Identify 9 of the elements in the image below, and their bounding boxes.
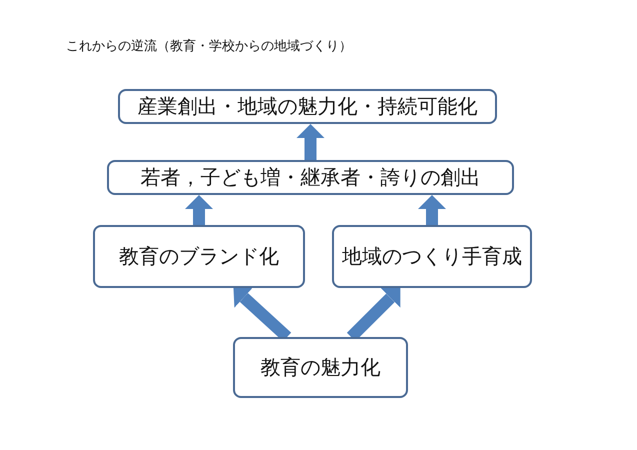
process-box: 教育の魅力化 [233, 337, 408, 398]
process-box: 地域のつくり手育成 [332, 225, 532, 288]
block-arrow [418, 195, 446, 225]
block-arrow [296, 124, 324, 160]
process-box: 教育のブランド化 [93, 225, 305, 288]
block-arrow [185, 195, 213, 225]
title: これからの逆流（教育・学校からの地域づくり） [66, 38, 352, 55]
process-box: 産業創出・地域の魅力化・持続可能化 [118, 89, 497, 124]
process-box: 若者，子ども増・継承者・誇りの創出 [107, 160, 514, 195]
